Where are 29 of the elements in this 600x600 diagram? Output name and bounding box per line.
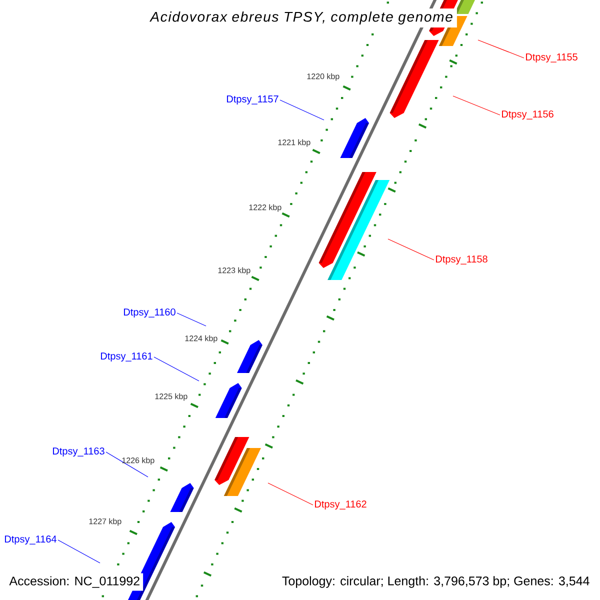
leader-line	[268, 482, 314, 506]
leader-line	[388, 238, 434, 260]
gene-label: Dtpsy_1158	[436, 255, 488, 265]
gene-label: Dtpsy_1163	[53, 447, 104, 457]
leader-line	[280, 100, 324, 120]
gene-label: Dtpsy_1157	[227, 96, 278, 104]
genome-info-label: Topology: circular; Length: 3,796,573 bp; Genes: 3,544	[282, 576, 590, 588]
gene-label: Dtpsy_1164	[5, 535, 56, 545]
leader-line	[176, 312, 206, 326]
tick-label: 1224 kbp	[185, 335, 218, 343]
tick-label: 1222 kbp	[249, 204, 282, 212]
gene-label: Dtpsy_1162	[315, 500, 366, 510]
tick-label: 1225 kbp	[155, 393, 188, 401]
gene-label: Dtpsy_1155	[526, 54, 578, 62]
accession-label: Accession: NC_011992	[6, 573, 144, 591]
tick-label: 1226 kbp	[122, 457, 154, 465]
leader-line	[154, 356, 200, 382]
gene-label: Dtpsy_1160	[124, 308, 176, 318]
gene-label: Dtpsy_1156	[502, 110, 554, 120]
leader-line	[478, 40, 524, 58]
leader-line	[106, 452, 148, 478]
tick-label: 1221 kbp	[278, 139, 310, 147]
tick-label: 1223 kbp	[218, 267, 250, 275]
leader-line	[58, 540, 100, 564]
tick-label: 1220 kbp	[307, 73, 340, 81]
title: Acidovorax ebreus TPSY, complete genome	[146, 8, 457, 28]
leader-line	[452, 96, 500, 116]
tick-label: 1227 kbp	[89, 518, 122, 526]
gene-label: Dtpsy_1161	[101, 352, 152, 362]
